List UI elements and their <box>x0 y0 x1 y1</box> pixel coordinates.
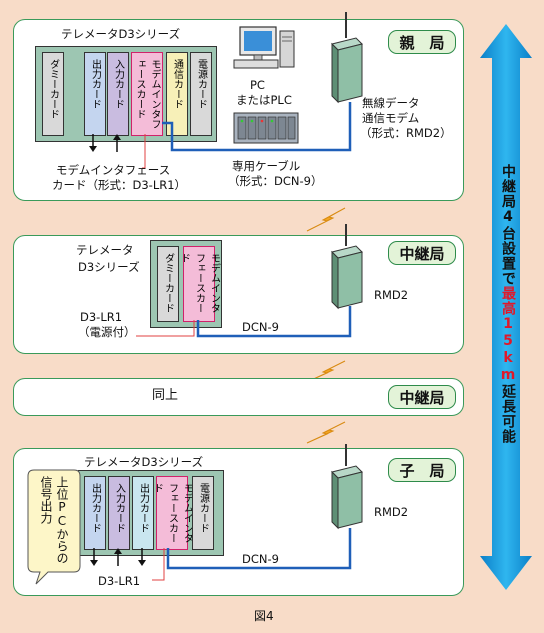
range-double-arrow <box>480 24 532 590</box>
parent-modem-label-2: 通信モデム <box>362 111 420 125</box>
parent-card-output: 出力カード <box>84 52 106 136</box>
child-card-modem-interface: モデムインタフェースカード <box>152 476 193 550</box>
relay-interface-label-1: D3-LR1 <box>80 310 123 324</box>
relay-series-label-1: テレメータ <box>76 243 134 257</box>
pc-label: PC <box>250 78 265 92</box>
parent-modem-icon <box>331 12 363 104</box>
range-text-after: 延長可能 <box>500 384 516 444</box>
parent-interface-label-2: カード（形式：D3-LR1） <box>52 178 187 192</box>
relay-modem-label: RMD2 <box>374 288 409 302</box>
figure-caption: 図4 <box>254 609 274 623</box>
child-modem-label: RMD2 <box>374 505 409 519</box>
child-station-badge: 子 局 <box>388 458 456 482</box>
parent-card-dummy: ダミーカード <box>42 52 64 136</box>
parent-interface-label-1: モデムインタフェース <box>56 163 171 177</box>
relay-series-label-2: D3シリーズ <box>78 260 140 274</box>
parent-cable-label-2: （形式：DCN-9） <box>228 174 323 188</box>
child-card-output-1: 出力カード <box>84 476 106 550</box>
range-text-highlight: 最高15km <box>500 286 516 384</box>
relay-same-badge: 中継局 <box>388 385 456 409</box>
relay-cable-label: DCN-9 <box>242 320 279 334</box>
plc-icon <box>233 112 299 144</box>
parent-card-comm: 通信カード <box>166 52 188 136</box>
relay-card-dummy: ダミーカード <box>157 246 179 322</box>
callout-text: 上位PCからの信号出力 <box>39 476 69 564</box>
child-card-power: 電源カード <box>192 476 214 550</box>
parent-series-label: テレメータD3シリーズ <box>61 27 181 41</box>
child-interface-label: D3-LR1 <box>98 574 141 588</box>
pc-icon <box>233 26 295 69</box>
relay-station-badge: 中継局 <box>388 241 456 265</box>
relay-same-text: 同上 <box>152 388 179 403</box>
range-text: 中継局4台設置で 最高15km 延長可能 <box>498 164 518 444</box>
relay-card-modem-interface: モデムインタフェースカード <box>179 246 220 322</box>
child-cable-label: DCN-9 <box>242 552 279 566</box>
parent-card-power: 電源カード <box>190 52 212 136</box>
parent-station-badge: 親 局 <box>388 30 456 54</box>
radio-link-icon-1 <box>306 207 346 232</box>
parent-modem-label-3: （形式：RMD2） <box>360 126 452 140</box>
relay-interface-label-2: （電源付） <box>78 325 136 339</box>
range-text-before: 中継局4台設置で <box>500 164 516 286</box>
child-card-output-2: 出力カード <box>132 476 154 550</box>
parent-modem-label-1: 無線データ <box>362 96 420 110</box>
child-modem-icon <box>331 444 363 530</box>
radio-link-icon-3 <box>306 421 346 444</box>
pc-or-plc-label: またはPLC <box>236 93 292 107</box>
child-series-label: テレメータD3シリーズ <box>84 455 204 469</box>
parent-card-modem-interface: モデムインタフェースカード <box>131 52 163 136</box>
parent-cable-label-1: 専用ケーブル <box>232 159 301 173</box>
relay-modem-icon <box>331 224 363 310</box>
callout-bubble <box>27 469 81 585</box>
